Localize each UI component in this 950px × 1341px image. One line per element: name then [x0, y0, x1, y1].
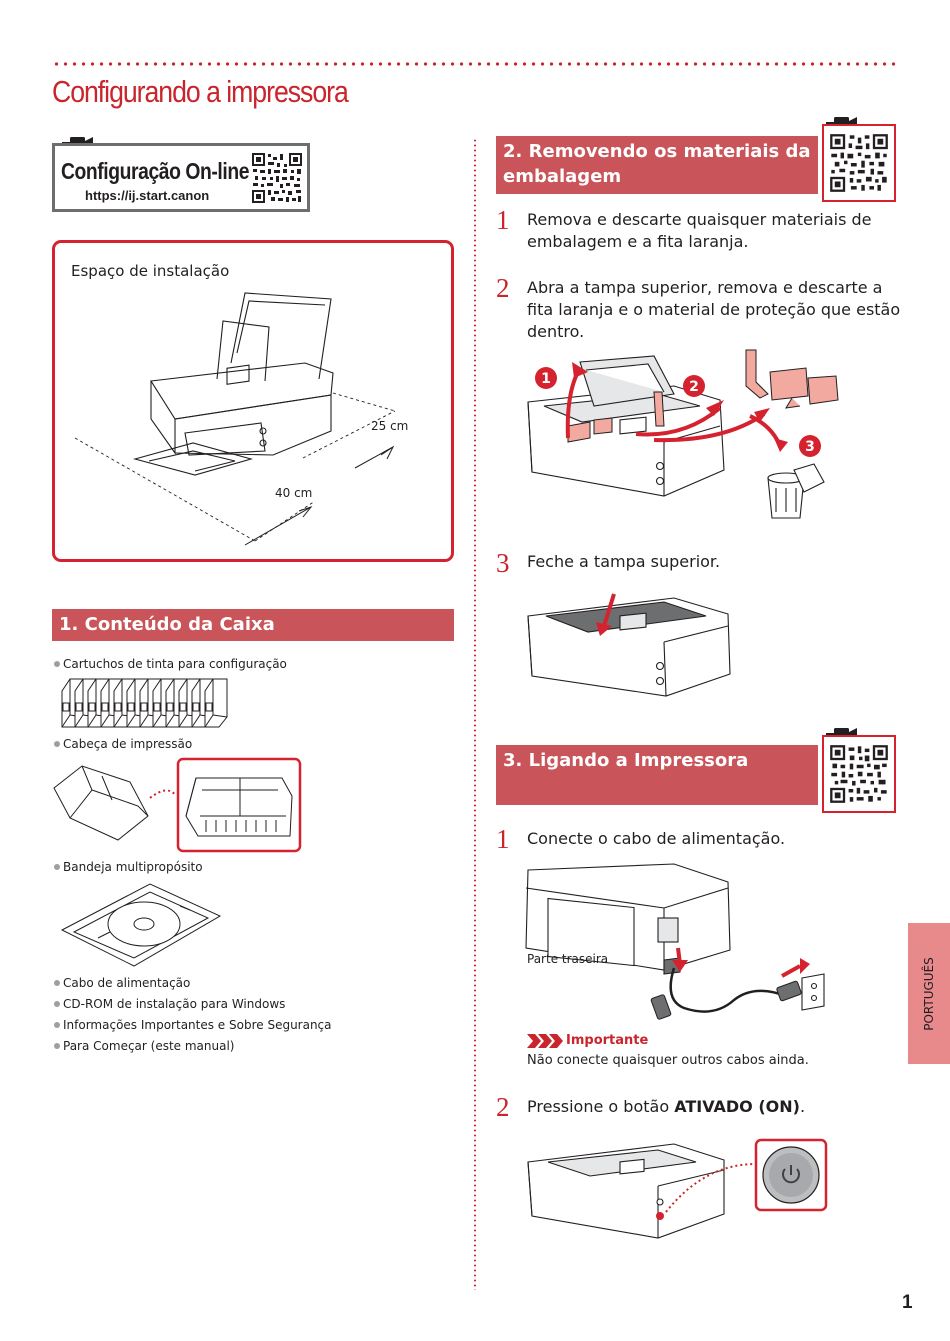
bullet-icon [54, 741, 60, 747]
bullet-icon [54, 1001, 60, 1007]
step-number: 1 [496, 824, 510, 854]
qr-code-frame[interactable] [822, 124, 896, 202]
ink-cartridges-illustration [61, 678, 228, 728]
step-number: 3 [496, 548, 510, 578]
bullet-icon [54, 980, 60, 986]
list-item: Cabeça de impressão [54, 737, 192, 751]
list-item: CD-ROM de instalação para Windows [54, 997, 285, 1011]
important-chevrons-icon [527, 1034, 563, 1048]
qr-code-icon [251, 152, 303, 204]
power-icon [782, 1165, 800, 1184]
width-dimension-label: 40 cm [275, 486, 313, 500]
installation-space-box: Espaço de instalação 2 [52, 240, 454, 562]
print-head-illustration [53, 757, 302, 853]
step-number: 1 [496, 205, 510, 235]
section-2-heading-line1: 2. Removendo os materiais da [503, 141, 811, 162]
step-text: Pressione o botão ATIVADO (ON). [527, 1097, 806, 1116]
printer-installation-illustration [74, 292, 396, 546]
qr-code-icon [830, 745, 888, 803]
bullet-icon [54, 864, 60, 870]
section-1-heading: 1. Conteúdo da Caixa [52, 609, 454, 641]
step-number: 2 [496, 273, 510, 303]
column-separator [474, 138, 476, 1290]
depth-dimension-label: 25 cm [371, 419, 409, 433]
step-text: Remova e descarte quaisquer materiais de… [527, 210, 872, 251]
callout-3: 3 [805, 439, 815, 455]
list-item: Para Começar (este manual) [54, 1039, 235, 1053]
step-text: Abra a tampa superior, remova e descarte… [527, 278, 901, 341]
remove-packing-illustration: 1 2 3 [527, 349, 839, 519]
language-tab[interactable]: PORTUGUÊS [908, 923, 950, 1064]
online-setup-box[interactable]: Configuração On-line https://ij.start.ca… [52, 143, 310, 212]
section-2-heading-line2: embalagem [503, 166, 622, 187]
online-setup-title: Configuração On-line [61, 158, 250, 184]
bullet-icon [54, 661, 60, 667]
rear-side-label: Parte traseira [527, 952, 609, 966]
close-cover-illustration [527, 593, 731, 697]
power-on-illustration [527, 1138, 828, 1239]
important-label: Importante [566, 1033, 649, 1048]
connect-power-illustration [525, 863, 825, 1020]
step-number: 2 [496, 1092, 510, 1122]
page-number: 1 [902, 1292, 913, 1313]
installation-space-label: Espaço de instalação [71, 262, 230, 280]
callout-1: 1 [541, 371, 551, 387]
qr-code-icon [830, 134, 888, 192]
list-item: Informações Importantes e Sobre Seguranç… [54, 1018, 332, 1032]
list-item: Cabo de alimentação [54, 976, 190, 990]
bullet-icon [54, 1043, 60, 1049]
online-setup-url[interactable]: https://ij.start.canon [85, 188, 210, 203]
section-2-heading: 2. Removendo os materiais da embalagem [496, 136, 818, 194]
important-text: Não conecte quaisquer outros cabos ainda… [527, 1053, 809, 1068]
list-item: Bandeja multipropósito [54, 860, 203, 874]
qr-code-frame[interactable] [822, 735, 896, 813]
multipurpose-tray-illustration [60, 883, 222, 967]
on-button-name: ATIVADO (ON) [674, 1097, 800, 1116]
step-text: Conecte o cabo de alimentação. [527, 829, 786, 848]
callout-2: 2 [689, 379, 699, 395]
step-text: Feche a tampa superior. [527, 552, 721, 571]
title-dotted-rule [52, 62, 898, 66]
bullet-icon [54, 1022, 60, 1028]
list-item: Cartuchos de tinta para configuração [54, 657, 287, 671]
page-title: Configurando a impressora [52, 74, 349, 109]
language-tab-label: PORTUGUÊS [922, 956, 936, 1031]
section-3-heading: 3. Ligando a Impressora [496, 745, 818, 805]
